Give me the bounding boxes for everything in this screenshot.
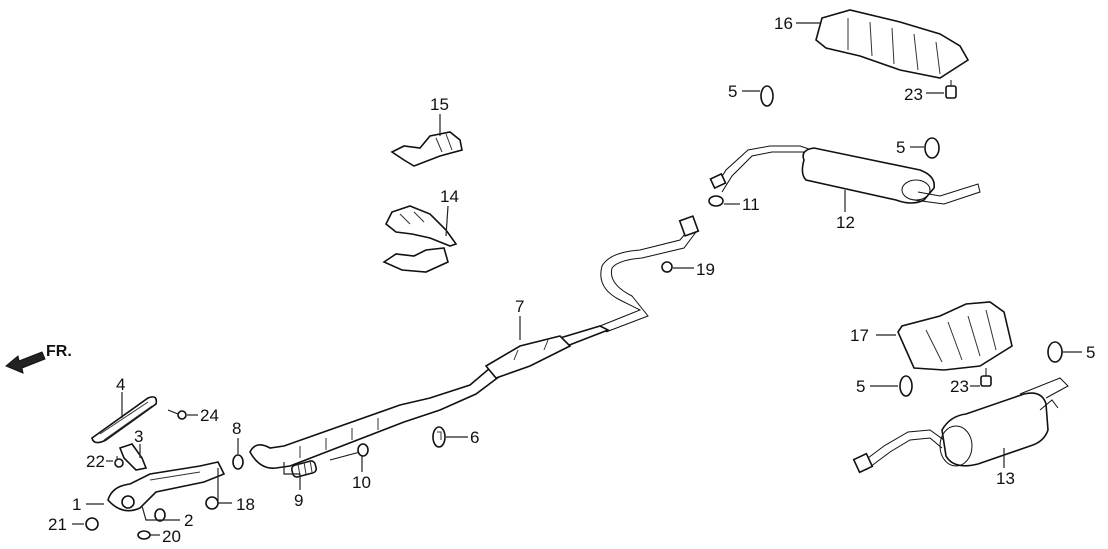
callout-19: 19 [696, 260, 715, 279]
callout-17: 17 [850, 326, 869, 345]
part-13-muffler[interactable] [852, 377, 1069, 474]
part-11-gasket[interactable] [708, 195, 724, 207]
callout-22: 22 [86, 452, 105, 471]
callout-6: 6 [470, 428, 479, 447]
front-direction-indicator: FR. [5, 343, 72, 374]
part-3-bracket[interactable] [118, 443, 148, 471]
callout-15: 15 [430, 95, 449, 114]
leader-2 [141, 505, 180, 521]
callout-5c: 5 [856, 377, 865, 396]
part-6-rubber-mount[interactable] [432, 426, 446, 448]
part-5-rubber-mount-d[interactable] [1047, 341, 1063, 363]
part-4-stay[interactable] [91, 396, 158, 444]
callout-7: 7 [515, 297, 524, 316]
callout-3: 3 [134, 427, 143, 446]
part-1-front-pipe[interactable] [107, 461, 226, 512]
callout-10: 10 [352, 473, 371, 492]
part-5-rubber-mount-c[interactable] [899, 375, 913, 397]
callout-9: 9 [294, 491, 303, 510]
front-arrow-icon [5, 351, 46, 374]
part-17-heat-shield[interactable] [897, 301, 1013, 371]
part-22-bolt[interactable] [114, 456, 124, 468]
callout-8: 8 [232, 419, 241, 438]
callout-2: 2 [184, 511, 193, 530]
part-7-catalytic-converter-pipe[interactable] [249, 215, 700, 469]
callout-5d: 5 [1086, 343, 1095, 362]
part-21-nut[interactable] [85, 517, 99, 531]
callout-23b: 23 [950, 377, 969, 396]
callout-13: 13 [996, 469, 1015, 488]
part-15-heat-shield[interactable] [390, 131, 463, 167]
part-8-gasket-ring[interactable] [232, 454, 244, 470]
callout-16: 16 [774, 14, 793, 33]
part-23-bolt-b[interactable] [980, 368, 992, 387]
front-label: FR. [46, 343, 72, 360]
callout-5b: 5 [896, 138, 905, 157]
part-5-rubber-mount-b[interactable] [924, 137, 940, 159]
callout-5a: 5 [728, 82, 737, 101]
part-14-heat-shield[interactable] [382, 205, 458, 273]
part-23-bolt-a[interactable] [945, 80, 957, 99]
callout-24: 24 [200, 406, 219, 425]
callout-4: 4 [116, 375, 125, 394]
part-19-nut[interactable] [661, 261, 673, 273]
part-18-nut[interactable] [205, 496, 219, 510]
callout-18: 18 [236, 495, 255, 514]
leader-18 [217, 468, 232, 504]
callout-21: 21 [48, 515, 67, 534]
part-10-bolt[interactable] [329, 443, 369, 461]
leader-14 [445, 205, 449, 237]
callout-1: 1 [72, 495, 81, 514]
leader-9 [283, 462, 301, 490]
callout-23a: 23 [904, 85, 923, 104]
part-20-nut[interactable] [137, 530, 151, 540]
part-5-rubber-mount-a[interactable] [760, 85, 774, 107]
part-12-muffler[interactable] [709, 145, 981, 205]
part-2-gasket[interactable] [154, 508, 166, 522]
callout-20: 20 [162, 527, 181, 546]
callout-12: 12 [836, 213, 855, 232]
callout-14: 14 [440, 187, 459, 206]
callout-11: 11 [742, 195, 760, 214]
part-16-heat-shield[interactable] [815, 9, 970, 79]
part-24-bolt[interactable] [167, 409, 187, 420]
